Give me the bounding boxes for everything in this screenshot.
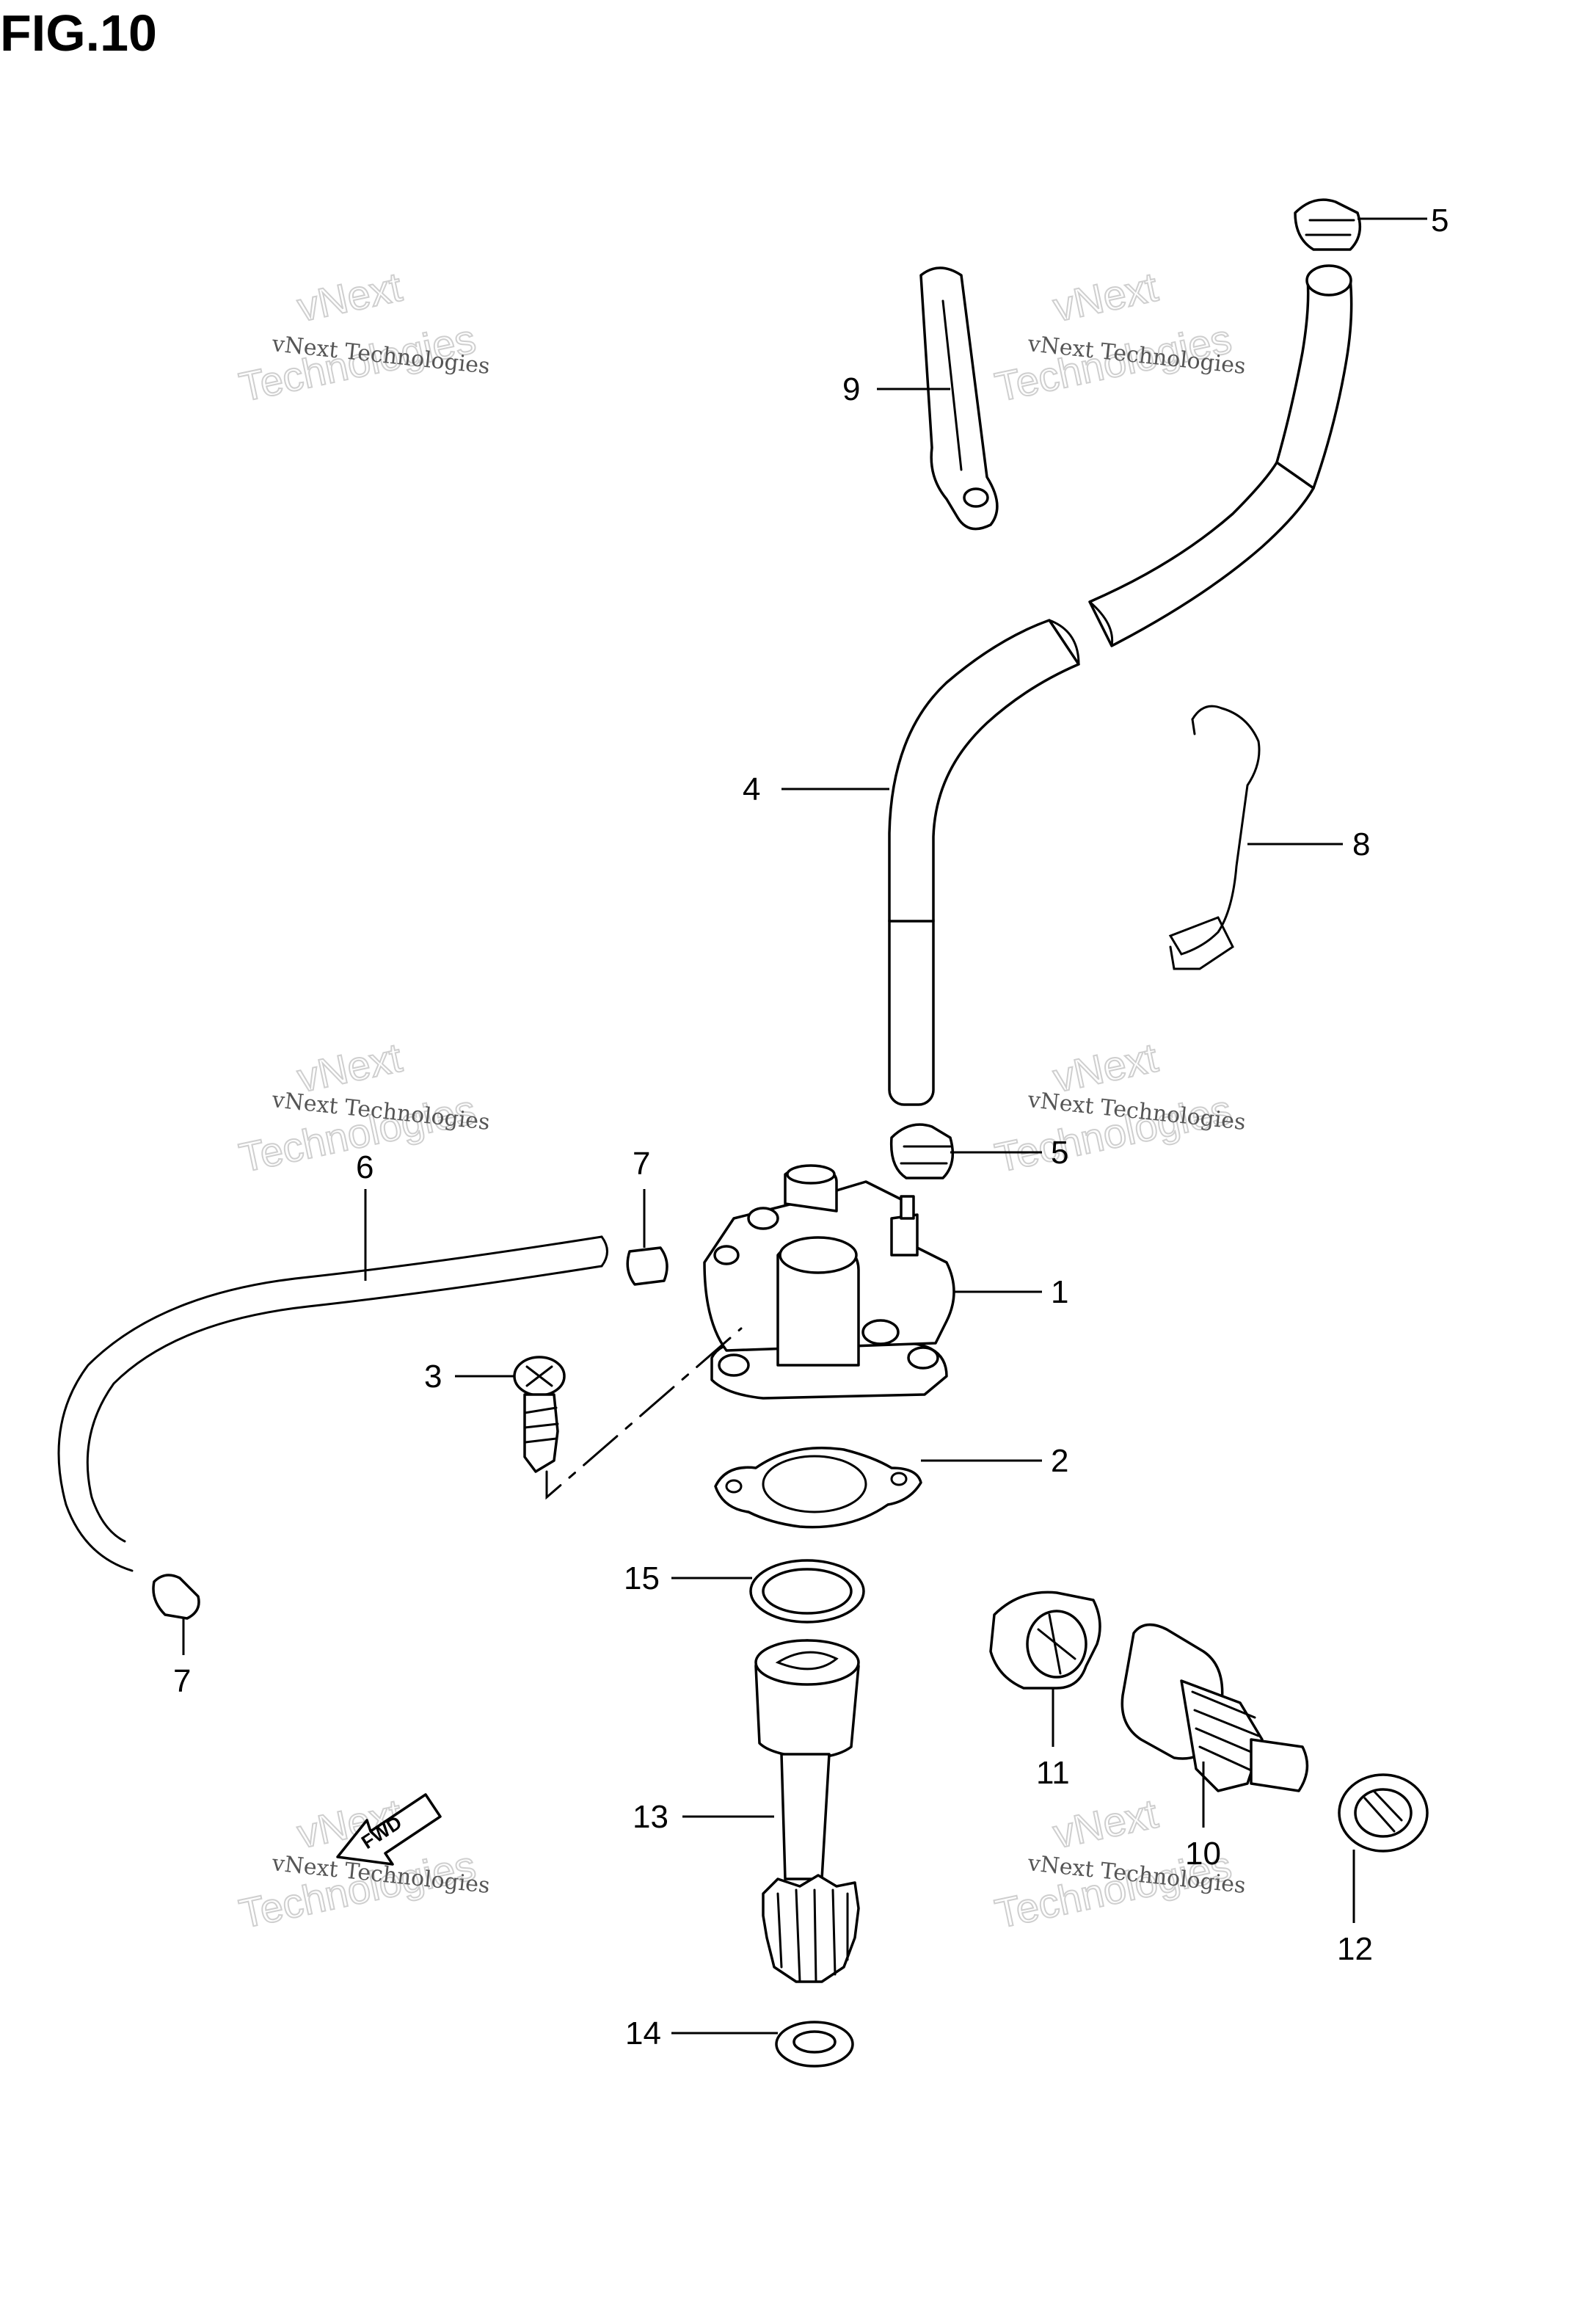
part-7-hose-cap-upper: [626, 1246, 668, 1286]
figure-title: FIG.10: [0, 4, 157, 62]
part-1-oil-pump: [703, 1164, 955, 1400]
callout-5-top: 5: [1431, 203, 1449, 239]
part-5-hose-clip-middle: [889, 1123, 955, 1179]
assembly-line: [545, 1327, 743, 1500]
watermark-2: vNext Technologies: [991, 263, 1236, 411]
svg-text:vNext: vNext: [1049, 263, 1162, 330]
part-5-hose-clip-top: [1294, 198, 1362, 251]
part-14-washer: [775, 2021, 854, 2068]
callout-2: 2: [1051, 1443, 1068, 1479]
watermark-1: vNext Technologies: [235, 263, 481, 411]
part-2-gasket: [714, 1447, 922, 1529]
callout-11: 11: [1036, 1755, 1070, 1791]
part-4-oil-hose: [888, 264, 1353, 1106]
svg-text:vNext: vNext: [294, 263, 407, 330]
part-8-wire-clamp: [1168, 705, 1261, 970]
callout-14: 14: [625, 2015, 661, 2051]
callout-6: 6: [356, 1149, 374, 1185]
part-9-hose-bracket: [919, 266, 999, 531]
callout-3: 3: [424, 1359, 442, 1395]
callout-10: 10: [1185, 1836, 1221, 1872]
callout-8: 8: [1352, 826, 1370, 862]
callout-5-middle: 5: [1051, 1135, 1068, 1171]
callout-1: 1: [1051, 1274, 1068, 1310]
part-7-hose-cap-lower: [152, 1574, 200, 1620]
part-15-o-ring: [749, 1559, 865, 1624]
svg-text:vNext: vNext: [1049, 1790, 1162, 1857]
fwd-arrow-icon: FWD: [336, 1793, 442, 1866]
callout-13: 13: [633, 1799, 668, 1835]
part-11-bushing: [989, 1591, 1101, 1690]
part-6-hose: [57, 1235, 608, 1572]
callout-9: 9: [842, 371, 860, 407]
part-10-driven-gear: [1121, 1623, 1309, 1792]
part-12-oil-seal: [1338, 1773, 1429, 1853]
callout-15: 15: [624, 1560, 660, 1596]
callout-12: 12: [1337, 1931, 1373, 1967]
callout-7-lower: 7: [173, 1663, 191, 1699]
leader-lines: [182, 217, 1427, 2035]
callout-4: 4: [743, 771, 760, 807]
callout-7-upper: 7: [633, 1146, 650, 1182]
part-3-screw: [513, 1356, 566, 1473]
part-13-drive-gear: [754, 1639, 860, 1983]
